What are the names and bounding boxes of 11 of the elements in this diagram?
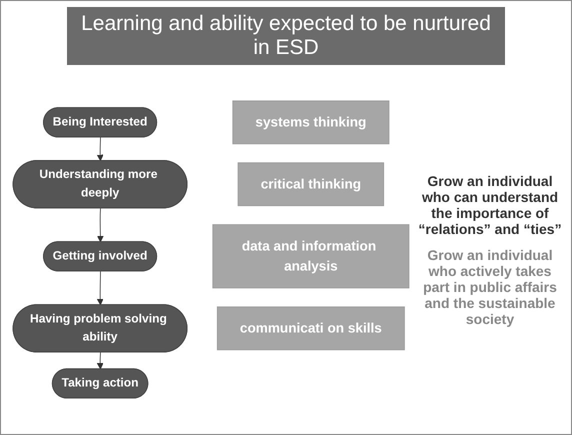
arrow [96,352,104,370]
note-text: Grow an individual who can understand the importance of “relations” and “ties” [417,172,563,236]
arrow [96,271,104,306]
node-box: data and information analysis [212,224,410,288]
node-box: critical thinking [238,162,384,206]
title-banner: Learning and ability expected to be nurtured in ESD [67,7,505,65]
node-box: systems thinking [232,100,390,144]
note-text: Grow an individual who actively takes part in public affairs and the sustainable society [422,246,558,326]
arrow [97,208,104,242]
arrow [96,137,104,162]
node-box: communicati on skills [216,306,405,350]
